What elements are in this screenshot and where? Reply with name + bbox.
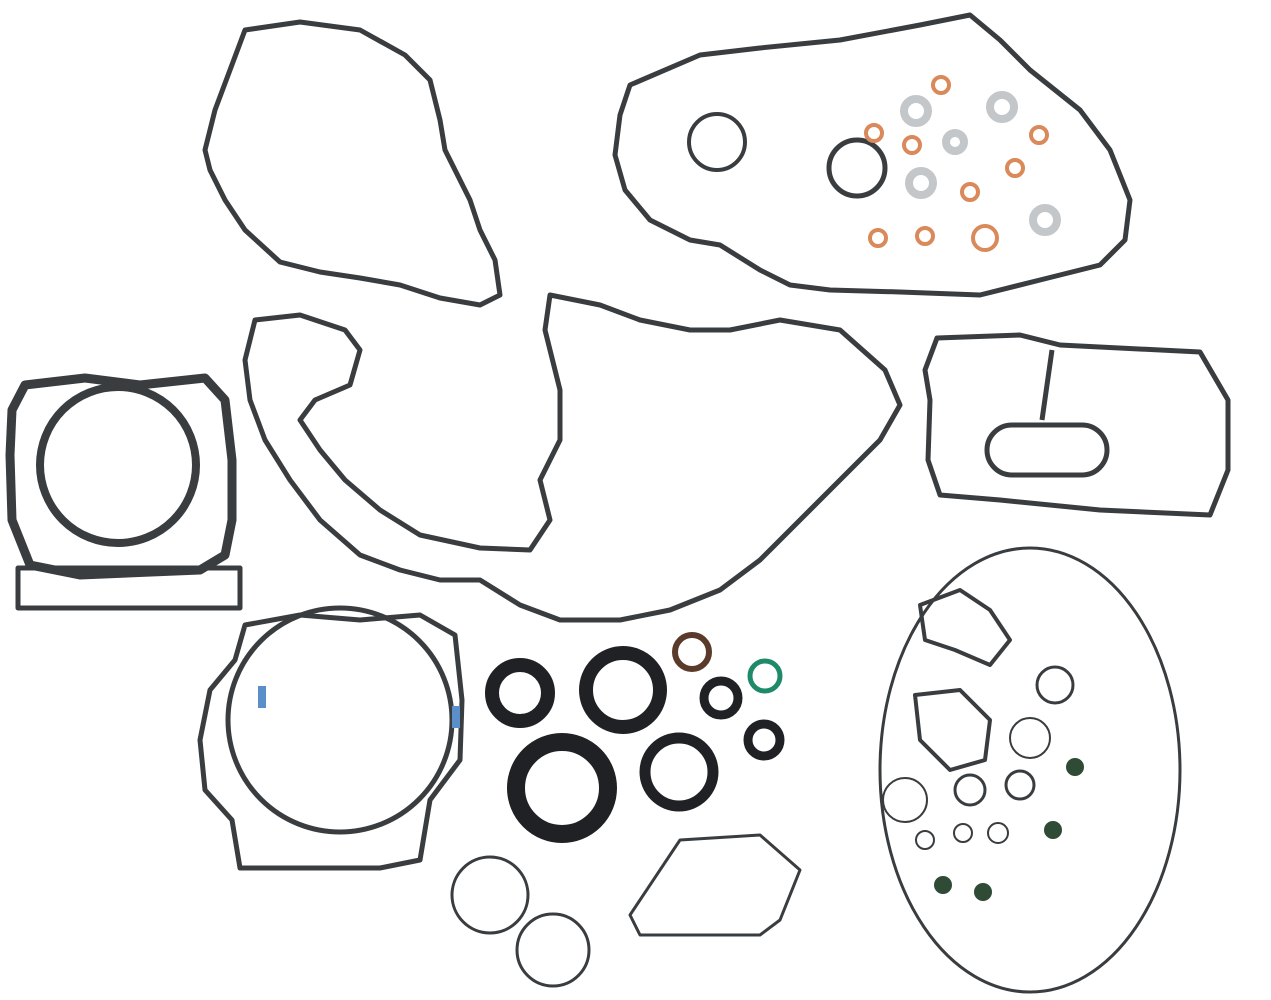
large-oring <box>878 546 1182 994</box>
cylinder-head-gasket <box>5 373 237 580</box>
copper-washer <box>1005 158 1025 178</box>
oring <box>515 912 591 988</box>
blue-marker <box>258 686 266 708</box>
base-gasket-bore <box>225 605 455 835</box>
copper-washer <box>1029 125 1049 145</box>
clutch-cover-gasket <box>612 12 1133 298</box>
oil-seal <box>699 676 743 720</box>
oring <box>1004 769 1036 801</box>
valve-cover-gasket <box>922 332 1231 518</box>
water-pump-cover-gasket <box>628 833 802 937</box>
oil-seal <box>507 733 617 843</box>
blue-marker <box>452 706 460 728</box>
steel-washer <box>905 167 937 199</box>
oring <box>987 822 1009 844</box>
oring <box>450 855 530 935</box>
oil-seal <box>485 658 555 728</box>
valve-cover-bridge <box>1039 349 1055 421</box>
copper-washer <box>868 228 888 248</box>
steel-washer <box>1029 204 1061 236</box>
copper-washer <box>971 224 999 252</box>
ignition-cover-gasket <box>202 19 503 308</box>
oring <box>953 823 973 843</box>
oring <box>687 112 747 172</box>
valve-stem-seal <box>934 876 952 894</box>
copper-washer <box>960 182 980 202</box>
green-oring <box>747 658 783 694</box>
oring <box>1035 665 1075 705</box>
copper-washer <box>902 135 922 155</box>
water-pump-gasket <box>913 688 992 772</box>
head-gasket-lower <box>15 565 243 611</box>
valve-stem-seal <box>1044 821 1062 839</box>
copper-washer <box>864 123 884 143</box>
oil-seal <box>579 646 667 734</box>
water-pump-gasket <box>918 588 1012 667</box>
cylinder-base-gasket <box>197 612 465 871</box>
copper-washer <box>915 226 935 246</box>
oring <box>882 777 928 823</box>
steel-washer <box>942 129 968 155</box>
valve-stem-seal <box>974 883 992 901</box>
steel-washer <box>986 91 1018 123</box>
copper-washer <box>931 75 951 95</box>
head-gasket-bore <box>36 383 200 547</box>
valve-cover-plug-seal <box>984 422 1110 478</box>
oil-seal <box>639 732 719 812</box>
oring <box>1009 717 1051 759</box>
steel-washer <box>900 95 932 127</box>
crankcase-gasket <box>242 292 903 623</box>
oring <box>953 773 987 807</box>
brown-oil-seal <box>672 632 712 672</box>
valve-stem-seal <box>1066 758 1084 776</box>
oring <box>826 137 888 199</box>
oring <box>915 830 935 850</box>
oil-seal <box>743 719 785 761</box>
